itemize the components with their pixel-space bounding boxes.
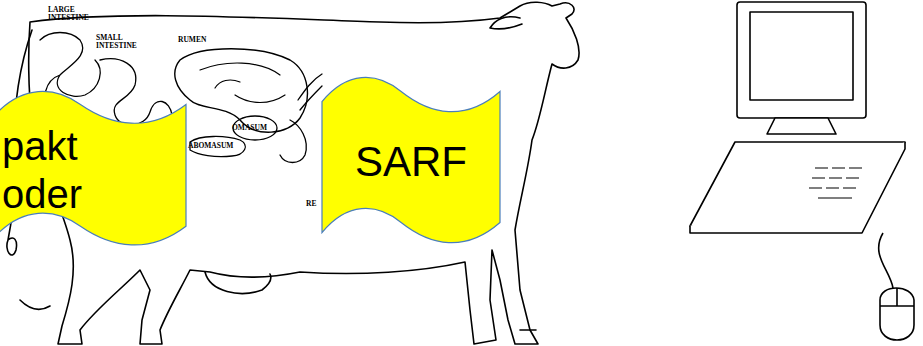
banner-text-box: pakt oder [0, 92, 186, 248]
cow-udder [205, 272, 271, 293]
mouse [880, 288, 914, 340]
cow-ear [490, 17, 522, 29]
banner-text: SARF [355, 137, 467, 187]
keyboard-keys [809, 168, 862, 198]
banner-text: pakt oder [2, 122, 112, 218]
monitor-screen [750, 12, 853, 100]
omasum [233, 116, 277, 140]
organ-label: LARGE INTESTINE [48, 6, 90, 22]
banner-text-box: SARF [322, 78, 500, 246]
esophagus [298, 74, 322, 110]
banner-fill [0, 91, 186, 245]
organ-label: RUMEN [178, 36, 218, 44]
rumen [175, 49, 308, 132]
banner-node: SARF [322, 78, 500, 246]
organ-label: SMALL INTESTINE [96, 34, 136, 50]
mouse-cord [879, 233, 893, 288]
reticulum [280, 120, 306, 163]
cow-hoof [20, 300, 536, 330]
monitor-case [737, 2, 866, 118]
banner-fill [322, 77, 500, 242]
keyboard-front [690, 142, 905, 233]
mouse-button [880, 288, 914, 306]
monitor-stand [767, 118, 836, 134]
banner-node: pakt oder [0, 92, 186, 248]
organ-label: OMASUM [232, 124, 272, 132]
rumen-arrow [200, 63, 285, 102]
organ-label: ABOMASUM [188, 142, 238, 150]
banner-shape [0, 92, 186, 248]
organ-label: RE [306, 200, 320, 208]
